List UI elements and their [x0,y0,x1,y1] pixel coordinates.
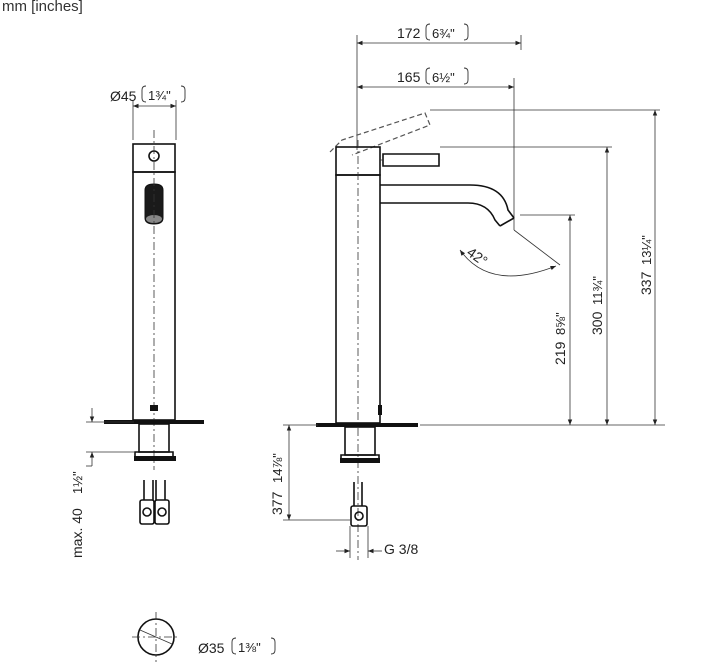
side-view: 172 6¾" 165 6½" [269,23,665,560]
front-view: Ø45 1¾" max. 40 1½" [69,85,276,662]
height-219-inch-label: 8⅝" [553,312,568,335]
dim-165-inch-label: 6½" [432,70,455,85]
dim-165-label: 165 [397,69,421,85]
max-40-inch-label: 1½" [70,471,85,494]
max-40-label: max. 40 [69,508,85,558]
height-377-label: 377 [269,491,285,515]
thread-label: G 3/8 [384,541,418,557]
height-219-label: 219 [552,341,568,365]
diameter-45-label: Ø45 [110,88,137,104]
dim-172-label: 172 [397,25,421,41]
height-337-inch-label: 13¼" [639,235,654,265]
diameter-35-label: Ø35 [198,640,225,656]
units-label: mm [inches] [2,0,83,15]
dim-172-inch-label: 6¾" [432,26,455,41]
angle-label: 42° [464,244,491,269]
diameter-35-inch-label: 1⅜" [238,640,261,655]
height-377-inch-label: 14⅞" [270,453,285,483]
height-300-inch-label: 11¾" [590,276,605,305]
diameter-45-inch-label: 1¾" [148,88,171,103]
height-300-label: 300 [589,311,605,335]
height-337-label: 337 [638,271,654,295]
